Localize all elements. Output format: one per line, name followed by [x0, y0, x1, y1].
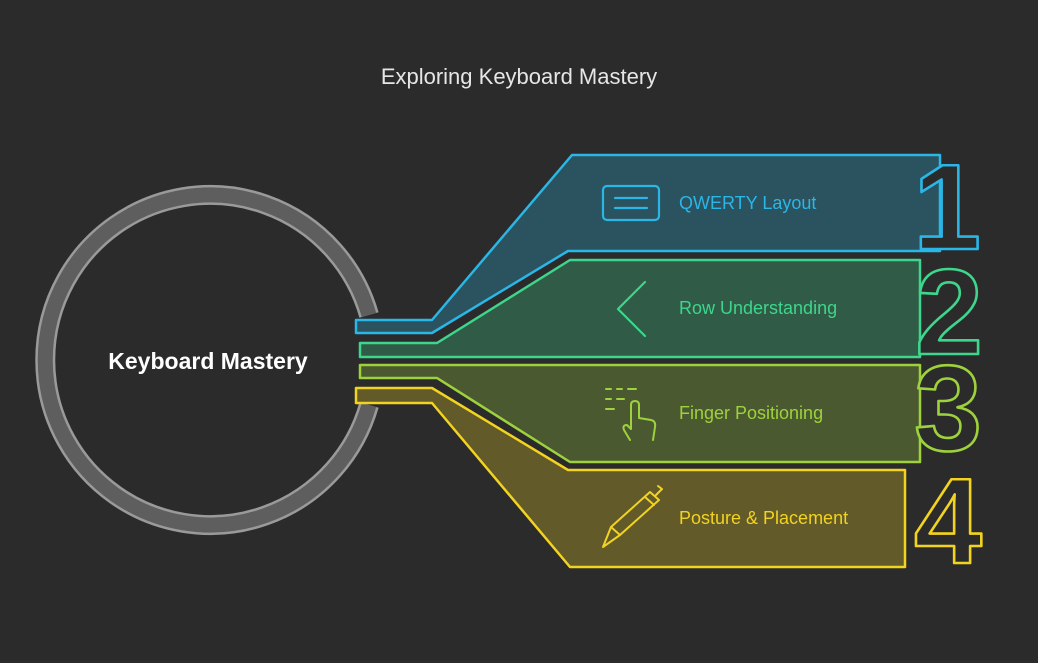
- center-label: Keyboard Mastery: [108, 348, 308, 374]
- item-label-3: Finger Positioning: [679, 403, 823, 423]
- item-band-3: 3 Finger Positioning: [358, 339, 983, 477]
- ring-inner: [37, 187, 377, 533]
- chevron-left-icon: [616, 280, 647, 338]
- item-label-2: Row Understanding: [679, 298, 837, 318]
- tap-gesture-icon: [605, 388, 657, 441]
- item-number-3: 3: [914, 340, 982, 476]
- item-number-4: 4: [914, 453, 982, 589]
- item-band-4: 4 Posture & Placement: [354, 386, 983, 590]
- pen-icon: [602, 485, 663, 548]
- item-label-1: QWERTY Layout: [679, 193, 816, 213]
- keyboard-icon: [601, 184, 661, 222]
- item-band-1: 1 QWERTY Layout: [354, 138, 982, 335]
- item-number-2: 2: [915, 244, 983, 380]
- diagram-title: Exploring Keyboard Mastery: [381, 64, 657, 89]
- band-shape-2: [358, 258, 922, 359]
- item-label-4: Posture & Placement: [679, 508, 848, 528]
- band-shape-4: [354, 386, 907, 569]
- center-ring: [35, 185, 379, 535]
- item-band-2: 2 Row Understanding: [358, 243, 984, 381]
- band-shape-1: [354, 153, 942, 335]
- item-number-1: 1: [913, 139, 981, 275]
